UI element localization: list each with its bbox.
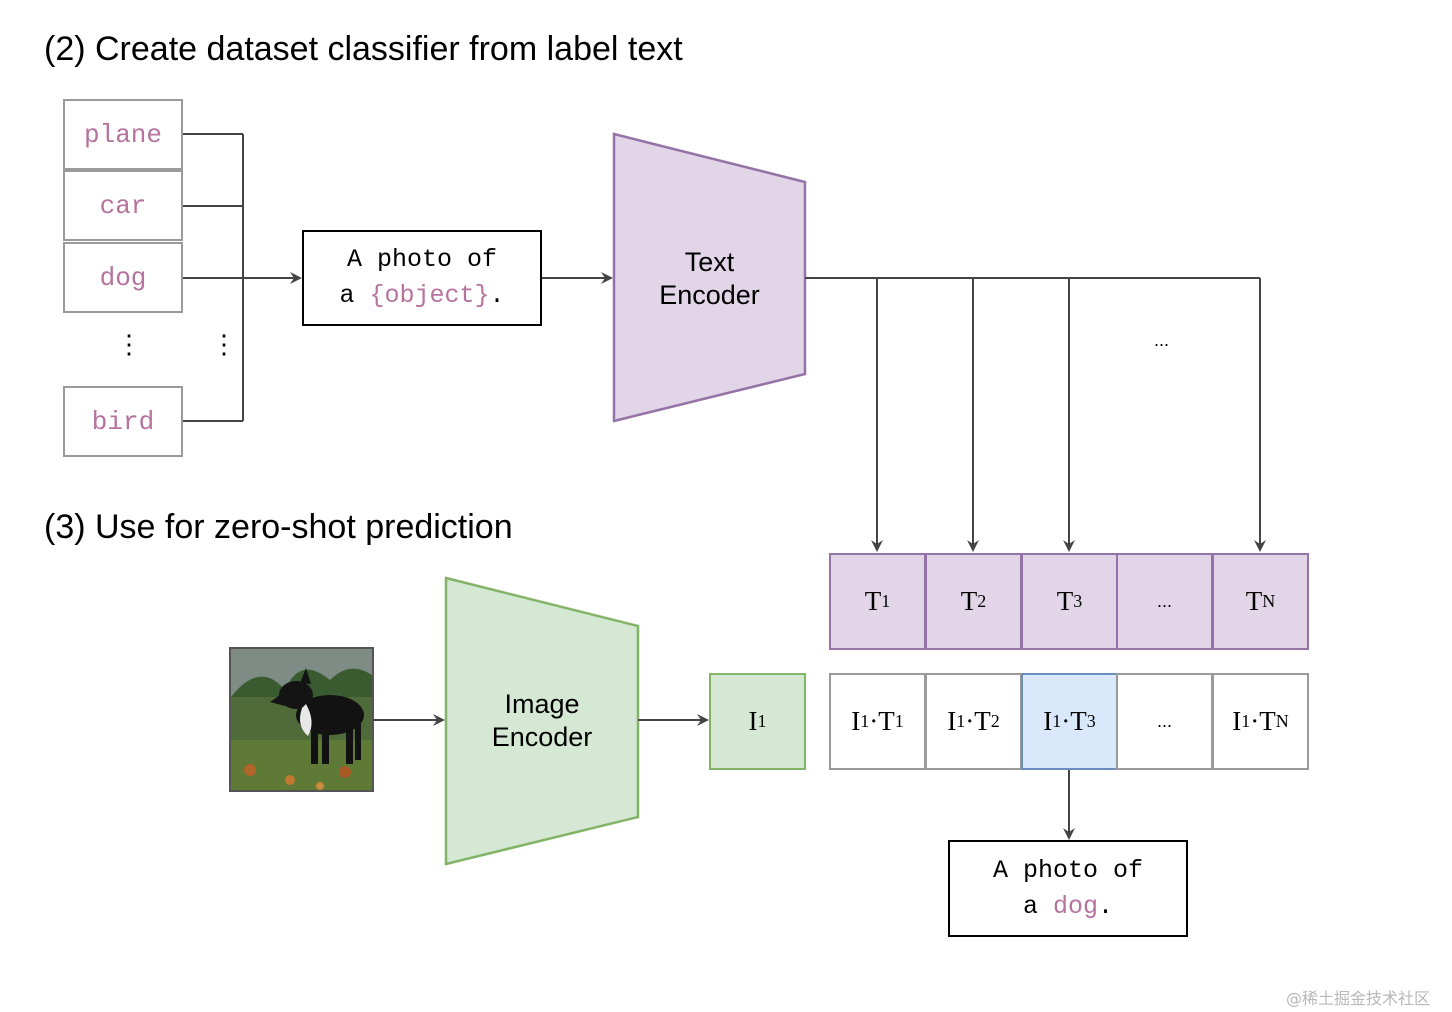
prompt-template-line1: A photo of [346,245,498,274]
encoder-output-ellipsis: ... [1154,330,1170,350]
label-bird: bird [63,386,183,457]
dog-photo [229,647,374,792]
image-encoder-shape [444,576,640,866]
text-embedding-ellipsis: ... [1116,553,1213,650]
connector-ellipsis: ⋮ [211,329,237,359]
prediction-line2: a dog. [1022,891,1114,921]
label-car: car [63,170,183,241]
text-encoder-label: Text Encoder [659,247,760,310]
image-encoder-label: Image Encoder [491,689,593,752]
label-dog: dog [63,242,183,313]
label-plane: plane [63,99,183,170]
prediction-object: dog [1052,891,1098,921]
similarity-ellipsis: ... [1116,673,1213,770]
prompt-template-box: A photo of a {object}. [302,230,542,326]
prompt-template-object: {object} [369,281,490,310]
text-encoder-shape [612,132,807,423]
label-list-ellipsis: ⋮ [116,329,142,359]
section-3-title: (3) Use for zero-shot prediction [44,508,513,546]
prediction-box: A photo of a dog. [948,840,1188,937]
watermark: @稀土掘金技术社区 [1286,989,1431,1008]
prediction-line1: A photo of [992,855,1144,885]
section-2-title: (2) Create dataset classifier from label… [44,30,683,68]
prompt-template-line2: a {object}. [339,281,505,310]
